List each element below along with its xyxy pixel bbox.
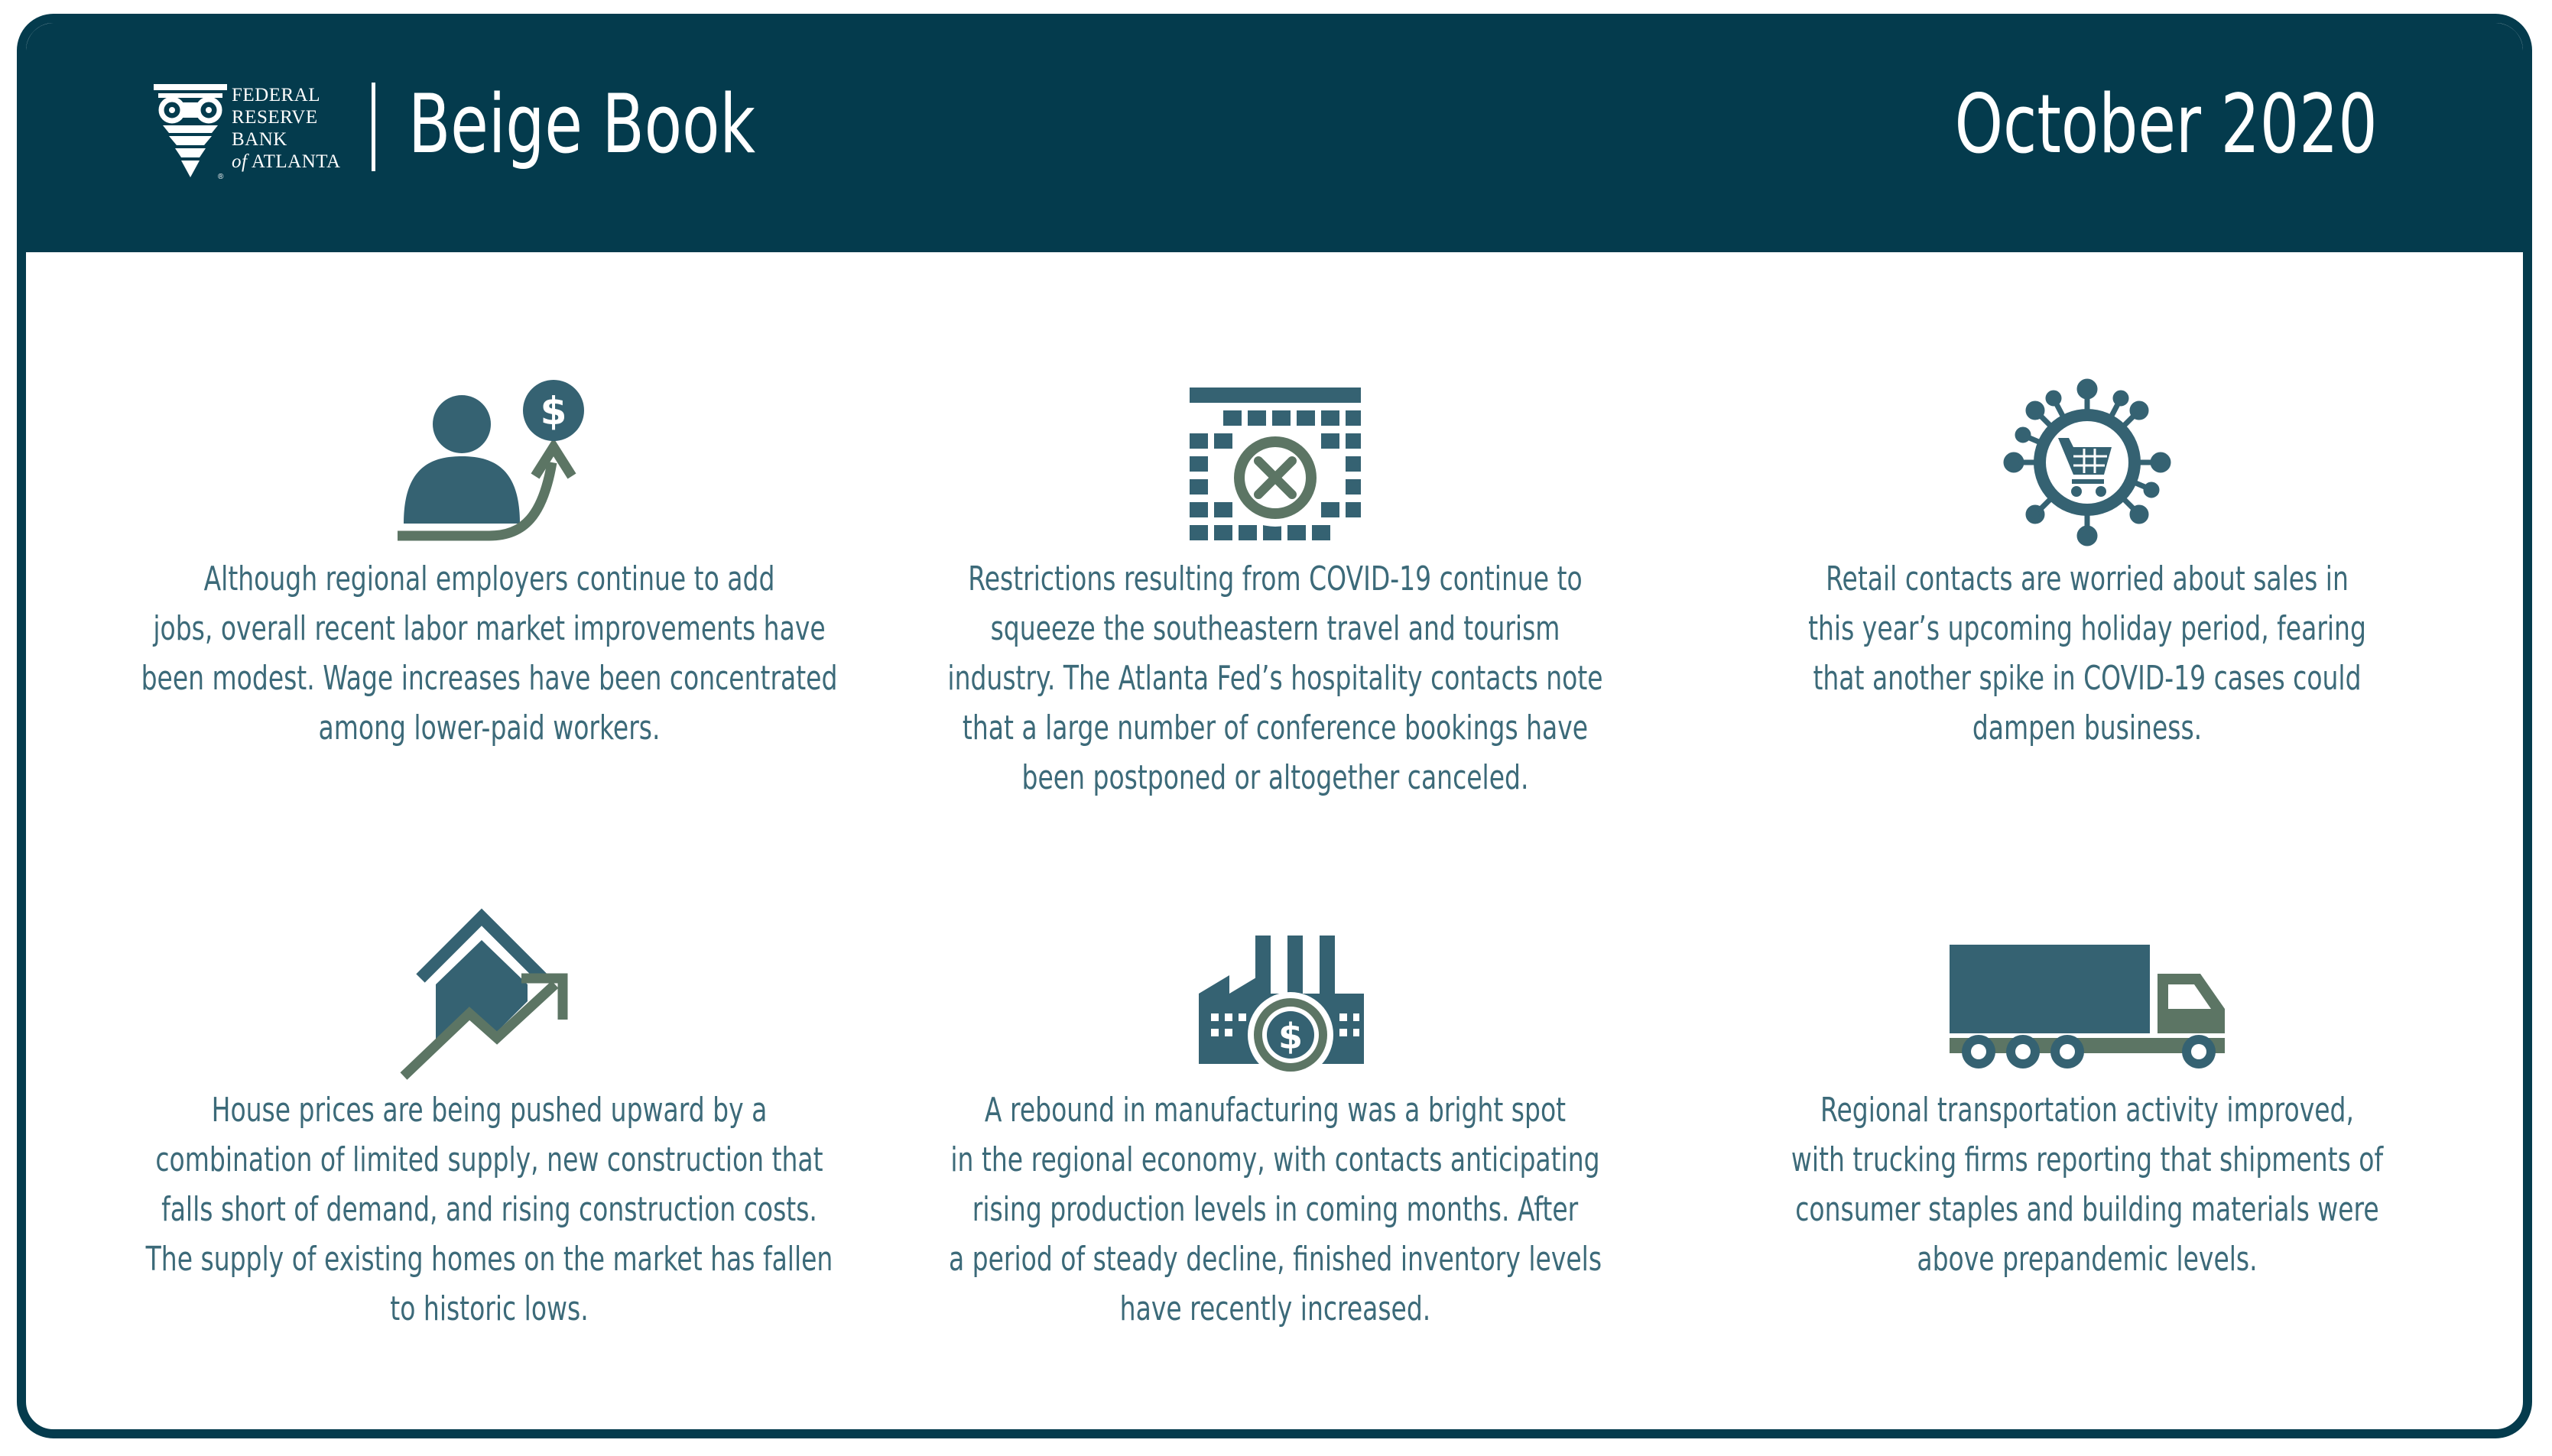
eagle-emblem-icon: ®: [154, 84, 227, 181]
card-text: Restrictions resulting from COVID-19 con…: [947, 559, 1603, 797]
truck-icon: [1950, 945, 2225, 1068]
svg-text:®: ®: [218, 173, 224, 181]
calendar-cancel-icon: [1190, 388, 1361, 540]
logo-of: of: [232, 151, 248, 172]
virus-cart-icon: [2003, 378, 2171, 546]
card-tourism: Restrictions resulting from COVID-19 con…: [893, 371, 1658, 803]
house-arrow-icon: [400, 908, 568, 1080]
svg-text:$: $: [541, 389, 567, 433]
card-labor: $ Although regional employers continue t…: [107, 371, 872, 753]
card-text: Although regional employers continue to …: [141, 559, 838, 747]
logo-line: RESERVE: [232, 107, 318, 128]
card-text: Retail contacts are worried about sales …: [1808, 559, 2366, 747]
logo-line: BANK: [232, 129, 287, 150]
factory-dollar-icon: $: [1199, 936, 1364, 1078]
card-retail: Retail contacts are worried about sales …: [1705, 371, 2469, 753]
logo-line: FEDERAL: [232, 85, 320, 105]
card-text: House prices are being pushed upward by …: [145, 1091, 833, 1328]
header-bar: ® FEDERAL RESERVE BANK of ATLANTA Beige …: [26, 23, 2523, 252]
page-title: Beige Book: [408, 77, 756, 171]
card-transportation: Regional transportation activity improve…: [1705, 902, 2469, 1284]
card-manufacturing: $ A rebound in manufacturing was a brigh…: [893, 902, 1658, 1334]
fed-atlanta-logo: ® FEDERAL RESERVE BANK of ATLANTA: [152, 83, 382, 197]
logo-city: ATLANTA: [251, 151, 341, 172]
svg-text:$: $: [1278, 1016, 1303, 1057]
person-dollar-arrow-icon: $: [398, 380, 584, 541]
report-date: October 2020: [1954, 77, 2378, 171]
logo-line: of ATLANTA: [232, 151, 341, 173]
logo-wordmark: FEDERAL RESERVE BANK of ATLANTA: [232, 84, 341, 173]
header-divider: [372, 83, 375, 171]
card-housing: House prices are being pushed upward by …: [107, 902, 872, 1334]
card-text: A rebound in manufacturing was a bright …: [948, 1091, 1602, 1328]
infographic-frame: ® FEDERAL RESERVE BANK of ATLANTA Beige …: [17, 14, 2532, 1438]
card-text: Regional transportation activity improve…: [1791, 1091, 2384, 1279]
